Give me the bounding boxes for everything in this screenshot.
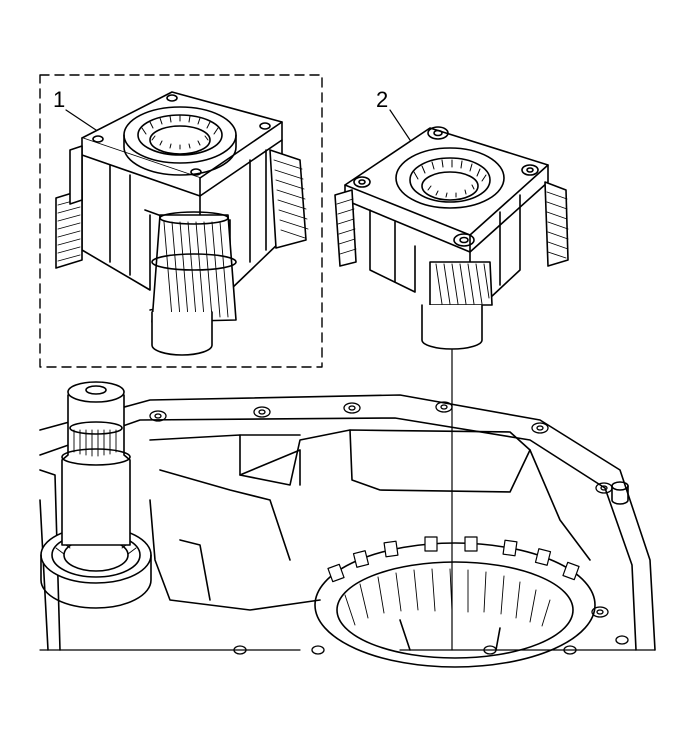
- callout-label-1: 1: [53, 87, 66, 112]
- carrier-assembly-2: [334, 126, 569, 350]
- transfer-case-housing: [39, 381, 656, 668]
- carrier-assembly-1: [55, 91, 309, 356]
- callout-leader-1: [65, 109, 97, 131]
- callout-leader-2: [389, 109, 411, 141]
- callout-label-2: 2: [376, 87, 389, 112]
- inset-dashed-frame: [39, 74, 323, 368]
